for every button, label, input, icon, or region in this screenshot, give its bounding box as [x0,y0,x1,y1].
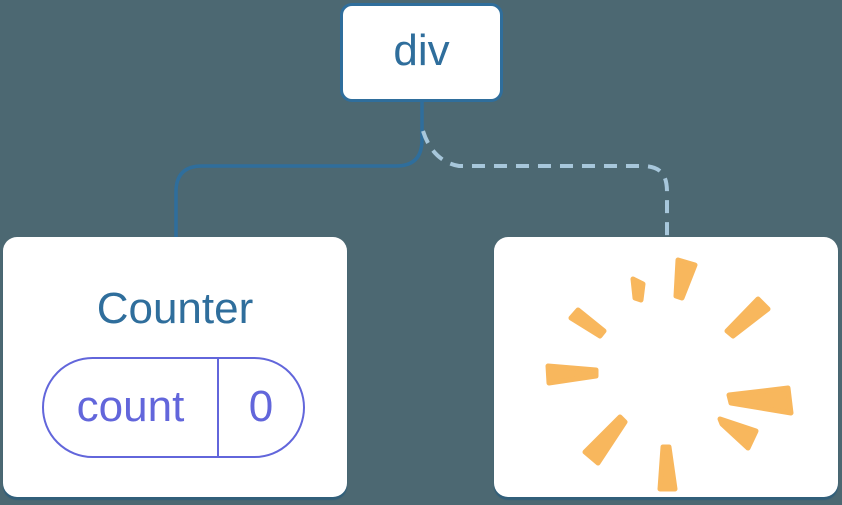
burst-ray [582,414,628,466]
burst-ray [545,363,599,386]
burst-ray [724,296,771,339]
root-node-label: div [393,25,450,75]
state-divider [217,359,219,456]
burst-ray [726,385,794,416]
burst-ray [673,257,698,301]
counter-title: Counter [96,284,254,333]
burst-ray [657,444,678,492]
counter-node: Counter count 0 [3,237,347,497]
state-key-label: count [76,381,185,431]
burst-ray [717,416,759,451]
burst-ray [568,307,607,339]
burst-ray [630,276,646,303]
poof-burst-icon [545,257,794,492]
root-node-div: div [340,3,503,102]
solid-link [174,102,424,238]
state-value: 0 [248,381,274,431]
dashed-link [421,130,669,238]
removed-node [494,237,838,497]
state-pill: count 0 [42,357,305,458]
